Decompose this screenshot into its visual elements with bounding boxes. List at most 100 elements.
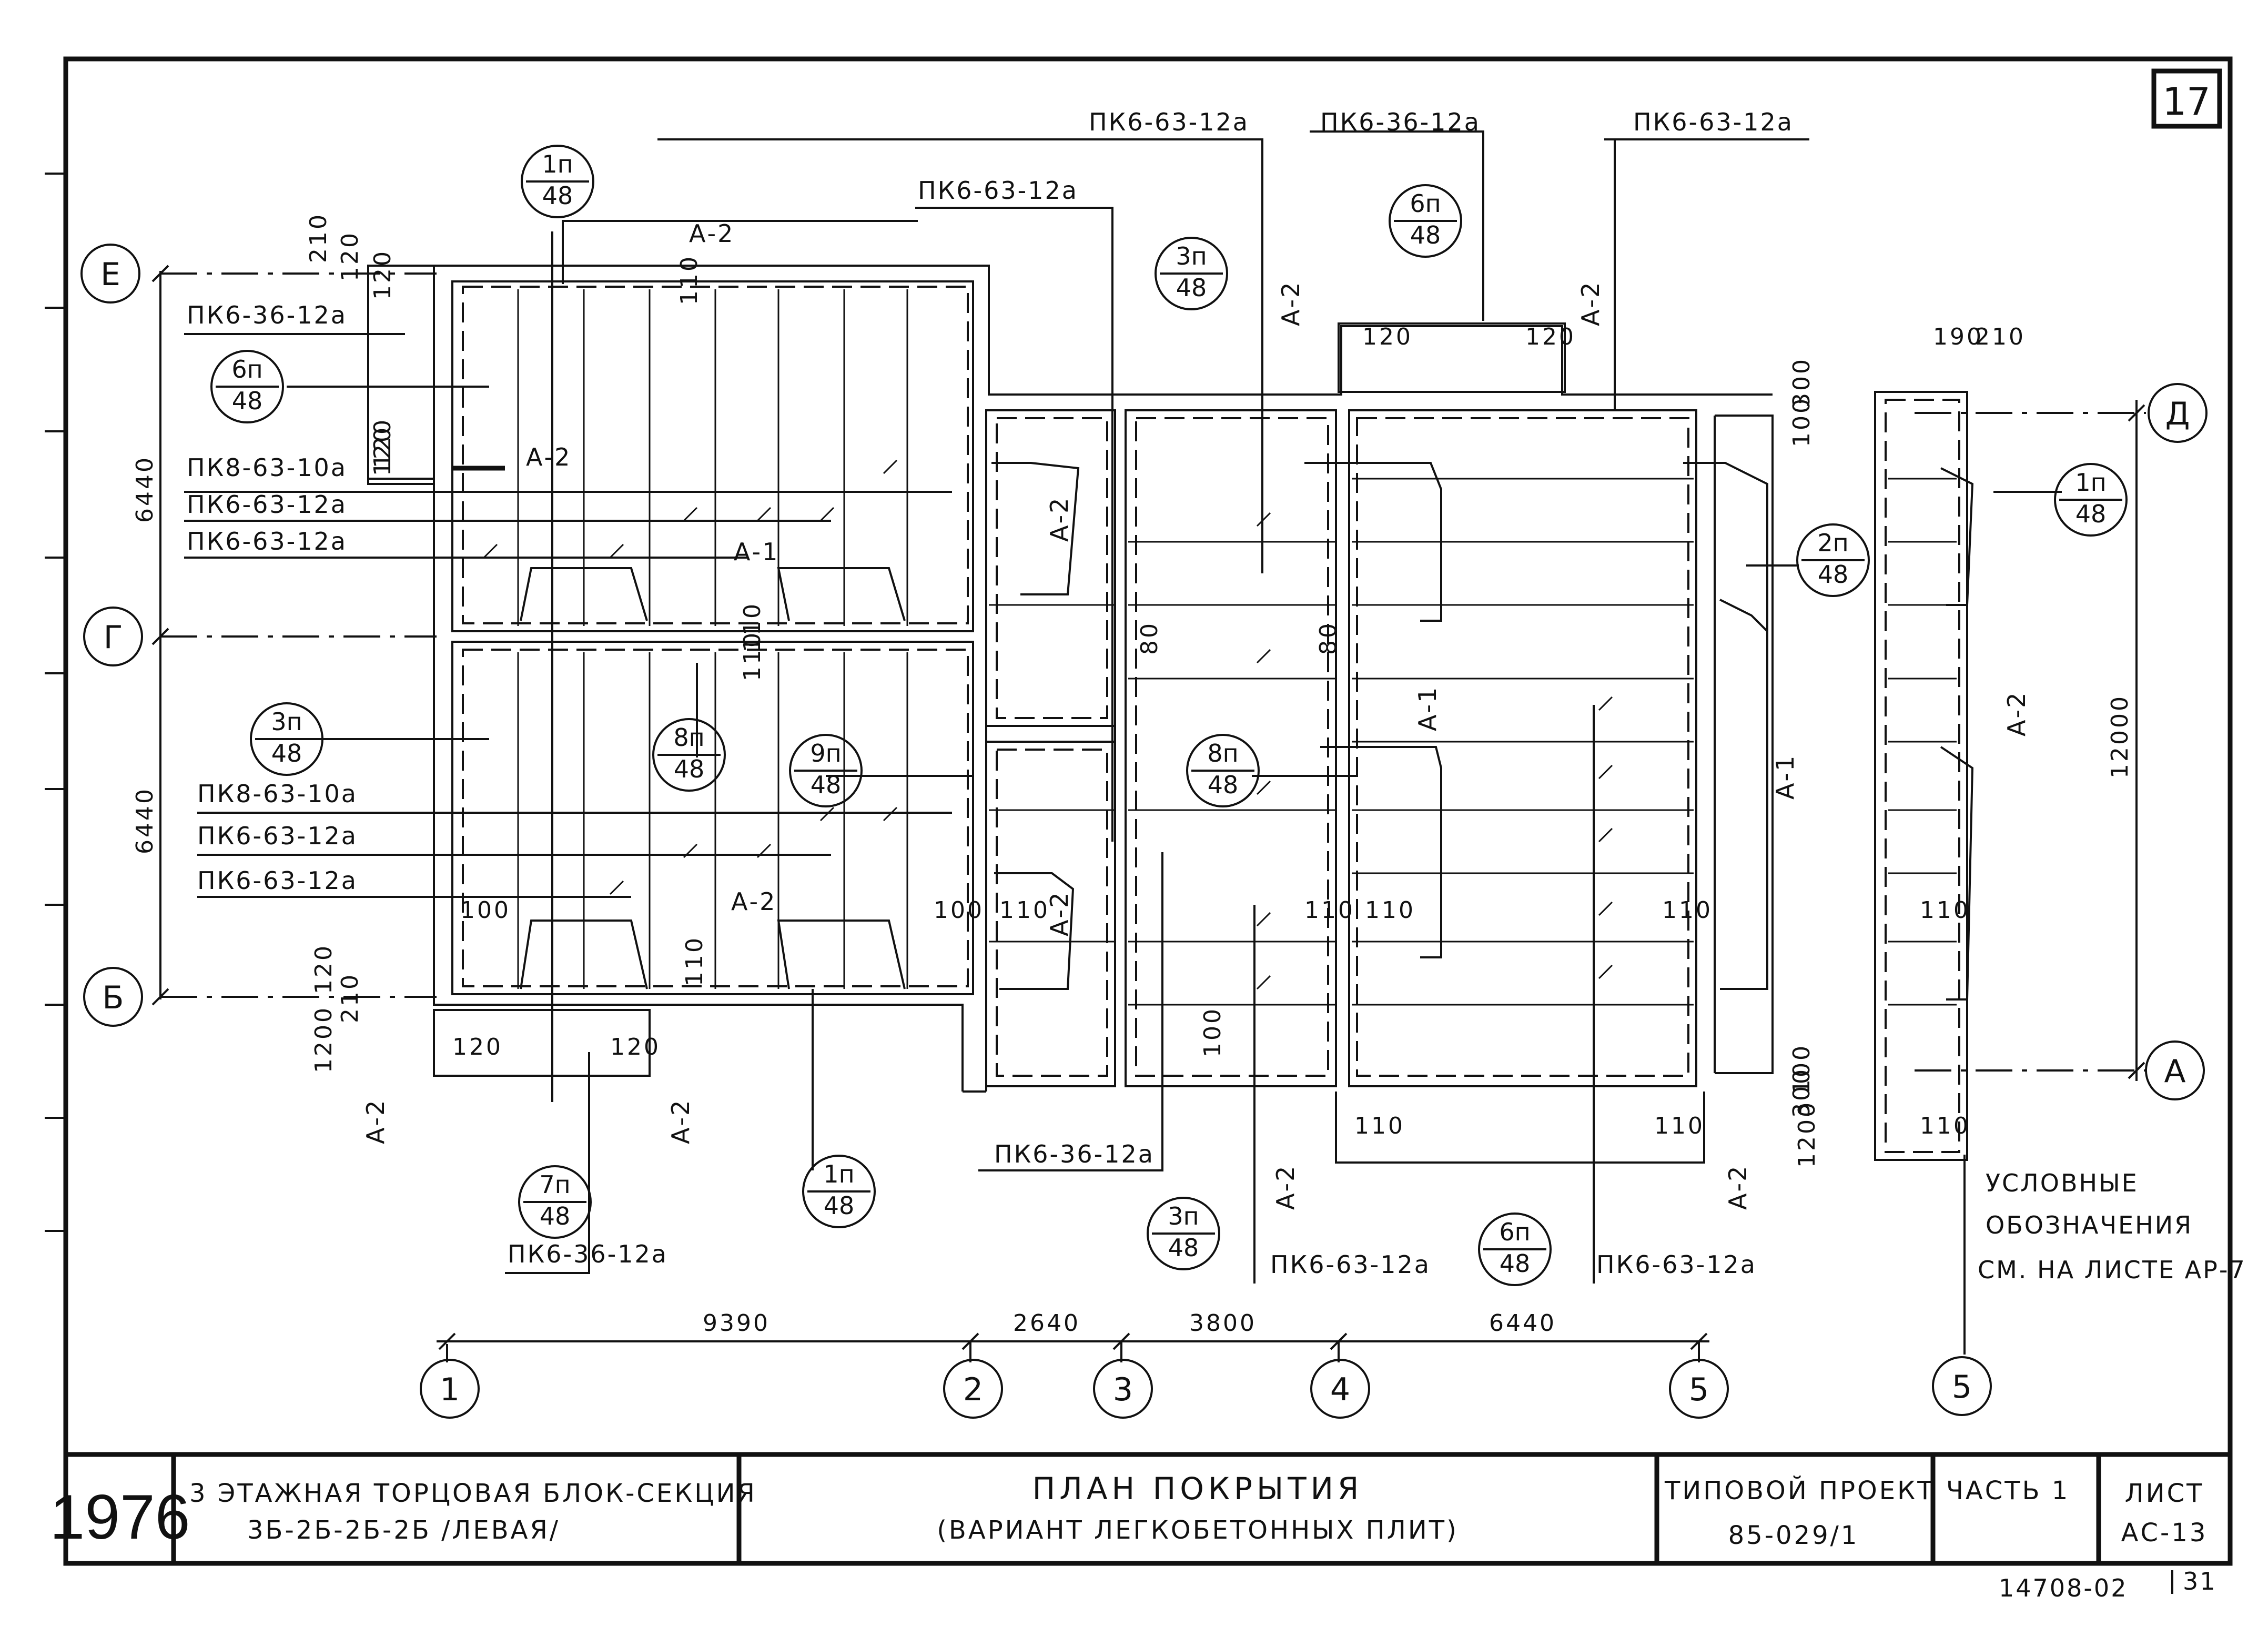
label-pk-top1: ПК6-63-12а bbox=[1089, 108, 1249, 136]
axis-bubble-1: 1 bbox=[420, 1359, 480, 1419]
dim-80a: 80 bbox=[1136, 621, 1163, 655]
bubble-2p: 2п 48 bbox=[1796, 523, 1870, 597]
svg-text:6п: 6п bbox=[1499, 1218, 1530, 1246]
project-line2: 3Б-2Б-2Б-2Б /ЛЕВАЯ/ bbox=[247, 1515, 560, 1545]
axis-label-b: Б bbox=[102, 979, 124, 1016]
dim-120f: 120 bbox=[1362, 324, 1413, 350]
archive-number: 14708-02 bbox=[1999, 1574, 2128, 1602]
label-a2-v9: А-2 bbox=[2002, 691, 2031, 736]
slab-lines-left bbox=[517, 289, 908, 989]
axis-label-2: 2 bbox=[963, 1371, 983, 1408]
svg-text:48: 48 bbox=[811, 771, 842, 799]
sheet-frame bbox=[45, 56, 2233, 1566]
dim-80b: 80 bbox=[1315, 621, 1342, 655]
svg-text:48: 48 bbox=[271, 739, 302, 767]
legend-line2: ОБОЗНАЧЕНИЯ bbox=[1986, 1211, 2193, 1239]
svg-text:48: 48 bbox=[1168, 1234, 1199, 1262]
label-a2-top: А-2 bbox=[689, 219, 734, 248]
dim-100e: 100 bbox=[1788, 1044, 1815, 1094]
label-pk-l4: ПК6-63-12а bbox=[187, 527, 347, 555]
label-pk-b3: ПК6-63-12а bbox=[1270, 1250, 1431, 1279]
dim-120h: 120 bbox=[310, 944, 337, 994]
axis-label-5b: 5 bbox=[1952, 1369, 1972, 1406]
dim-120b: 120 bbox=[369, 249, 396, 300]
svg-text:1п: 1п bbox=[823, 1160, 854, 1188]
bubble-8p-left: 8п 48 bbox=[652, 718, 726, 792]
dim-bottom-3800: 3800 bbox=[1189, 1310, 1257, 1337]
svg-text:48: 48 bbox=[1410, 221, 1441, 249]
title-year: 1976 bbox=[50, 1482, 190, 1552]
dim-120i: 120 bbox=[369, 426, 396, 476]
label-pk-l6: ПК6-63-12а bbox=[197, 822, 358, 850]
svg-text:3п: 3п bbox=[271, 708, 302, 736]
label-a2-v5: А-2 bbox=[361, 1099, 390, 1144]
svg-text:2п: 2п bbox=[1817, 529, 1848, 557]
dim-210b: 210 bbox=[1975, 324, 2026, 350]
label-a1-mid: А-1 bbox=[734, 538, 779, 566]
label-a2-lower: А-2 bbox=[731, 887, 776, 916]
svg-text:48: 48 bbox=[540, 1202, 571, 1230]
svg-text:48: 48 bbox=[1176, 274, 1207, 302]
svg-text:48: 48 bbox=[542, 181, 573, 210]
label-a2-v6: А-2 bbox=[666, 1099, 695, 1144]
footer: 14708-02 31 bbox=[1999, 1567, 2215, 1602]
axis-label-1: 1 bbox=[440, 1371, 460, 1408]
svg-text:48: 48 bbox=[824, 1191, 855, 1220]
label-a2-v1: А-2 bbox=[1277, 281, 1305, 326]
bubble-8p-mid: 8п 48 bbox=[1186, 734, 1260, 807]
dimension-bottom: 9390 2640 3800 6440 bbox=[437, 1310, 1709, 1350]
part-label: ЧАСТЬ 1 bbox=[1946, 1476, 2070, 1505]
dim-110i: 110 bbox=[1920, 897, 1970, 924]
dim-300a: 300 bbox=[1788, 357, 1815, 408]
anchor-bars bbox=[452, 462, 1974, 1001]
bubble-7p: 7п 48 bbox=[518, 1165, 592, 1239]
label-pk-top4: ПК6-63-12а bbox=[918, 176, 1078, 205]
svg-text:48: 48 bbox=[232, 387, 263, 415]
svg-text:9п: 9п bbox=[810, 739, 841, 767]
bubble-3p-left: 3п 48 bbox=[250, 702, 323, 776]
dim-110e: 110 bbox=[999, 897, 1050, 924]
axis-label-g: Г bbox=[104, 619, 123, 656]
axis-bubble-a: А bbox=[2145, 1040, 2205, 1100]
label-pk-l2: ПК8-63-10а bbox=[187, 453, 347, 482]
bubble-1p-right: 1п 48 bbox=[2054, 463, 2128, 537]
label-a2-v7: А-2 bbox=[1271, 1165, 1300, 1210]
legend-note: УСЛОВНЫЕ ОБОЗНАЧЕНИЯ СМ. НА ЛИСТЕ АР-7 bbox=[1963, 1155, 2245, 1355]
dim-1200b: 1200 bbox=[1794, 1100, 1820, 1168]
axis-label-5: 5 bbox=[1689, 1371, 1709, 1408]
axis-label-4: 4 bbox=[1330, 1371, 1350, 1408]
svg-text:3п: 3п bbox=[1176, 242, 1207, 270]
dimension-right: 12000 bbox=[2107, 400, 2145, 1081]
dim-120e: 120 bbox=[610, 1034, 661, 1060]
dim-100a: 100 bbox=[460, 897, 511, 924]
svg-text:8п: 8п bbox=[673, 723, 704, 752]
dim-110k: 110 bbox=[1654, 1113, 1705, 1139]
svg-text:1п: 1п bbox=[2075, 468, 2106, 497]
axis-bubble-b: Б bbox=[83, 967, 143, 1027]
label-a2-v2: А-2 bbox=[1576, 281, 1605, 326]
dim-190: 190 bbox=[1933, 324, 1983, 350]
dim-1200a: 1200 bbox=[310, 1006, 337, 1073]
dim-110c: 110 bbox=[739, 631, 766, 681]
slab-ticks bbox=[483, 459, 1613, 990]
dim-100c: 100 bbox=[1199, 1007, 1226, 1057]
bubble-9p: 9п 48 bbox=[789, 734, 863, 807]
dim-110g: 110 bbox=[1365, 897, 1415, 924]
axis-label-3: 3 bbox=[1113, 1371, 1133, 1408]
building-walls bbox=[367, 265, 1968, 1164]
dimension-left: 6440 6440 bbox=[131, 265, 169, 1006]
dim-210c: 210 bbox=[337, 973, 363, 1023]
label-pk-l5: ПК8-63-10а bbox=[197, 780, 358, 808]
axis-bubble-5: 5 bbox=[1669, 1359, 1729, 1419]
svg-text:3п: 3п bbox=[1168, 1202, 1199, 1230]
svg-text:7п: 7п bbox=[539, 1170, 570, 1199]
svg-text:48: 48 bbox=[1500, 1249, 1531, 1278]
bubble-6p-top: 6п 48 bbox=[1389, 184, 1462, 258]
small-dimensions: 210 120 120 120 190 210 110 110 110 110 … bbox=[305, 213, 2026, 1168]
axis-bubble-3: 3 bbox=[1093, 1359, 1153, 1419]
bubble-1p-top: 1п 48 bbox=[521, 145, 594, 218]
svg-text:8п: 8п bbox=[1207, 739, 1238, 767]
label-a1-v1: А-1 bbox=[1413, 686, 1442, 731]
axis-bubble-e: Е bbox=[80, 244, 140, 304]
